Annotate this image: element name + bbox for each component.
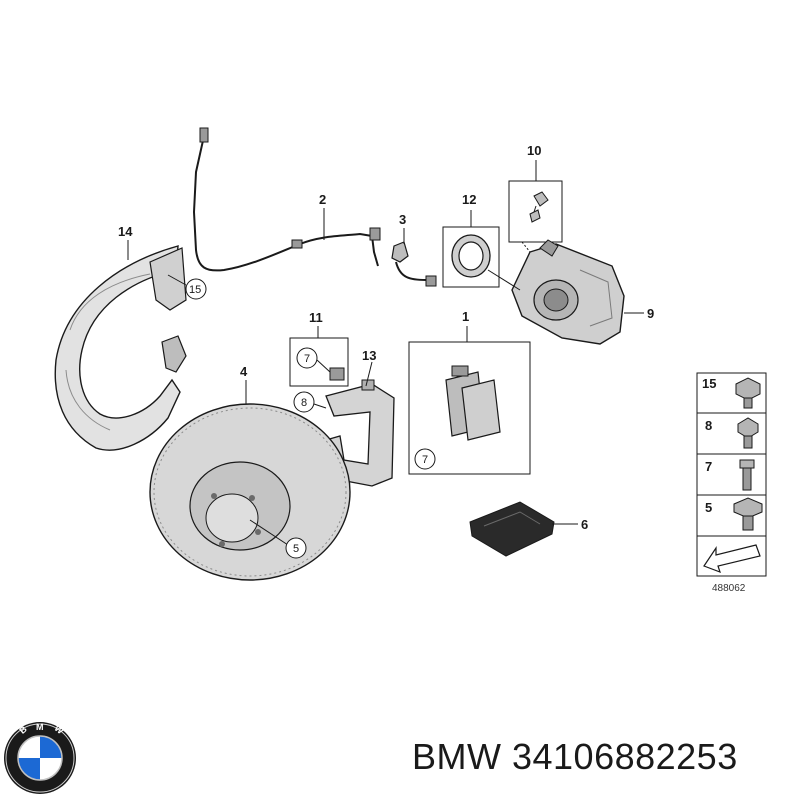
part-caption: BMW 34106882253: [412, 736, 738, 777]
guide-bolt: [316, 359, 345, 381]
circled-15-shield-label: 15: [189, 284, 201, 296]
legend-num-5: 5: [705, 500, 712, 515]
callout-1: 1: [462, 309, 469, 324]
legend-num-15: 15: [702, 376, 716, 391]
svg-text:B: B: [17, 724, 29, 736]
circled-7-kit11-label: 7: [304, 353, 310, 365]
legend-num-7: 7: [705, 459, 712, 474]
leader-13: [365, 361, 373, 387]
arrow-icon: [703, 544, 761, 574]
brake-caliper: [511, 239, 625, 345]
kit-11-frame: [289, 337, 349, 387]
bolt-15: [735, 377, 761, 409]
circled-15-shield: [185, 278, 207, 300]
callout-13: 13: [362, 348, 376, 363]
circled-8-carrier-label: 8: [301, 397, 307, 409]
legend-num-8: 8: [705, 418, 712, 433]
brake-shield: [54, 245, 187, 451]
callout-4: 4: [240, 364, 248, 379]
circled-7-kit11: [296, 347, 318, 369]
reference-code: 488062: [712, 583, 746, 594]
circled-5-disc: [285, 537, 307, 559]
circled-8-carrier: [293, 391, 315, 413]
callout-2: 2: [319, 192, 326, 207]
bolt-7: [739, 459, 755, 491]
seal-ring: [451, 234, 491, 278]
bmw-logo: B M W: [4, 722, 76, 794]
callout-11: 11: [309, 310, 323, 325]
callout-10: 10: [527, 143, 541, 158]
bleed-valve: [529, 191, 549, 223]
callout-12: 12: [462, 192, 476, 207]
circled-7-pads: [414, 448, 436, 470]
kit-1-frame: [408, 341, 531, 475]
callout-6: 6: [581, 517, 588, 532]
grease-packet: [469, 501, 555, 557]
circled-7-pads-label: 7: [422, 454, 428, 466]
brake-pads: [445, 365, 501, 441]
fastener-legend: 15 8 7 5: [696, 372, 767, 577]
callout-14: 14: [118, 224, 133, 239]
callout-3: 3: [399, 212, 406, 227]
wear-sensor: [192, 127, 381, 272]
bolt-5: [733, 497, 763, 531]
svg-text:M: M: [36, 722, 44, 732]
sensor-lead: [391, 241, 437, 287]
brake-disc: [149, 403, 351, 581]
callout-9: 9: [647, 306, 654, 321]
circled-5-disc-label: 5: [293, 543, 299, 555]
bolt-8: [737, 417, 759, 449]
